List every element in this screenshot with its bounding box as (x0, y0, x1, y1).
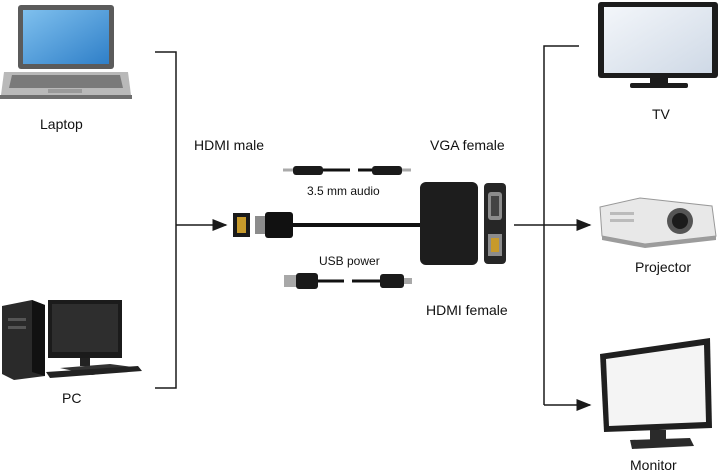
monitor-icon (600, 338, 712, 449)
laptop-label: Laptop (40, 116, 83, 132)
tv-icon (598, 2, 718, 88)
usb-power-label: USB power (319, 254, 380, 268)
vga-female-label: VGA female (430, 137, 505, 153)
adapter-icon (420, 182, 506, 265)
pc-label: PC (62, 390, 82, 406)
audio-label: 3.5 mm audio (307, 184, 380, 198)
output-bracket (514, 45, 592, 411)
projector-icon (599, 197, 717, 248)
source-bracket (155, 51, 228, 389)
laptop-icon (0, 5, 132, 99)
hdmi-female-label: HDMI female (426, 302, 508, 318)
tv-label: TV (652, 106, 670, 122)
usb-power-cable (284, 273, 412, 289)
audio-cable (283, 166, 411, 175)
projector-label: Projector (635, 259, 692, 275)
pc-icon (2, 300, 142, 380)
hdmi-male-label: HDMI male (194, 137, 265, 153)
hdmi-cable (255, 212, 420, 238)
monitor-label: Monitor (630, 457, 677, 473)
hdmi-port-icon (233, 213, 250, 237)
